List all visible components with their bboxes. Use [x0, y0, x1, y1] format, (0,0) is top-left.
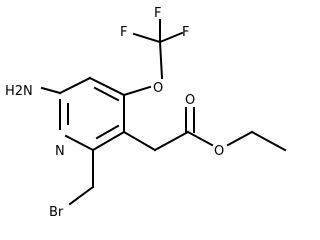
ring-nitrogen-label: N	[55, 144, 65, 159]
ester-oxygen-label: O	[214, 144, 224, 159]
bond-ch2-br	[68, 185, 95, 206]
molecule-structure: H2N N Br O F F F O O	[5, 6, 287, 220]
bond-c6-nh2	[40, 86, 62, 95]
bond-c4-o	[122, 85, 152, 97]
bond-c6-c5	[58, 76, 92, 95]
bond-ch2-carbonyl	[153, 130, 190, 152]
bond-c5-c4	[88, 76, 126, 97]
structure-canvas: H2N N Br O F F F O O	[5, 6, 287, 220]
bond-c-f-right	[158, 31, 184, 44]
bond-c3-ch2	[122, 130, 157, 152]
bromine-label: Br	[49, 205, 64, 220]
carbonyl-oxygen-label: O	[185, 93, 195, 108]
bond-c-f-left	[132, 32, 162, 44]
bond-o-cf3	[158, 40, 164, 80]
fluorine-left-label: F	[120, 25, 127, 40]
bond-c5-c4-inner	[93, 86, 120, 102]
bond-c3-c2-inner	[95, 124, 120, 140]
bond-carbonyl-ester-o	[186, 130, 214, 147]
fluorine-right-label: F	[182, 25, 189, 40]
bond-c2-n1	[64, 134, 95, 152]
ether-oxygen-label: O	[153, 81, 163, 96]
bond-c3-c2	[91, 130, 126, 152]
amine-label: H2N	[5, 84, 33, 99]
fluorine-top-label: F	[154, 6, 161, 21]
bond-ethyl	[250, 130, 287, 152]
bond-ester-o-ch2	[226, 130, 254, 147]
